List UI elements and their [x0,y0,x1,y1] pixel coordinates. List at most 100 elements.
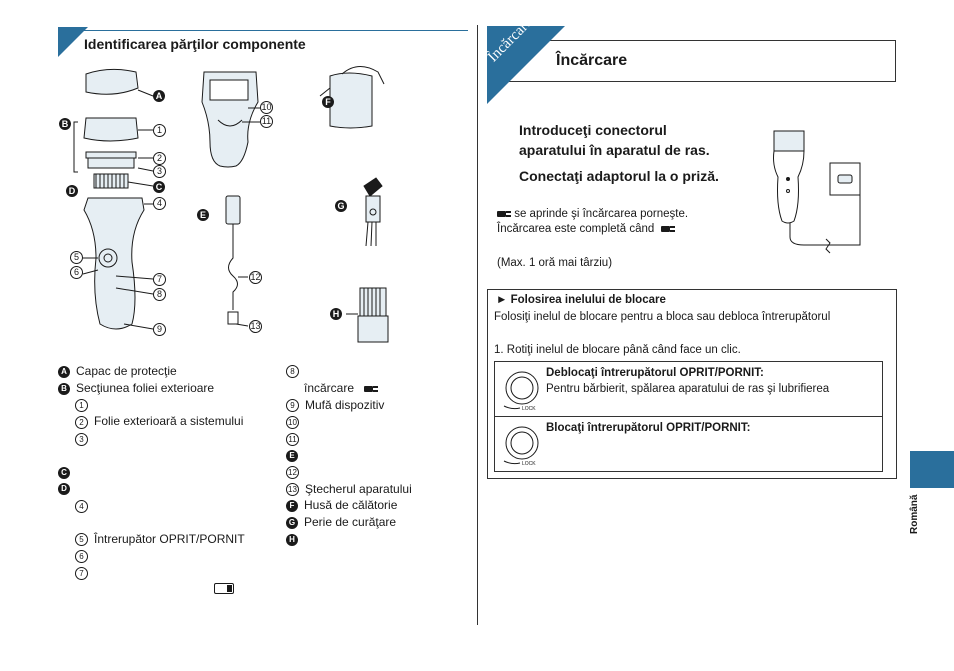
lock-ring-box: ► Folosirea inelului de blocare Folosiţi… [487,289,897,479]
legend-marker: A [58,365,70,378]
wall-outlet [829,162,861,196]
instruction-line-2: aparatului în aparatul de ras. [519,142,710,158]
oil-bottle-body [357,315,389,343]
diagram-label-13: 13 [249,320,262,333]
legend-text: Perie de curăţare [304,515,397,530]
brush-bristles [363,177,383,197]
plug-icon [364,385,379,393]
dial-ring [505,371,539,405]
charging-illustration [773,130,861,254]
diagram-label-b: B [59,118,71,130]
diagram-label-7: 7 [153,273,166,286]
diagram-label-12: 12 [249,271,262,284]
legend-marker: B [58,382,70,395]
brush-tail [365,221,377,247]
legend-marker: 12 [286,466,299,480]
legend-row: 6 [58,548,245,565]
pouch-string [341,66,385,85]
unlock-panel: LOCK Deblocaţi întrerupătorul OPRIT/PORN… [494,361,883,417]
legend-row: încărcare [286,380,412,397]
legend-row: 12 [286,464,412,481]
legend-marker: 2 [75,415,88,429]
adapter-cord [227,224,239,325]
diagram-label-a: A [153,90,165,102]
diagram-label-10: 10 [260,101,273,114]
dial-arrow [503,460,521,465]
legend-row: E [286,447,412,464]
note-line-1: se aprinde şi încărcarea porneşte. [514,208,689,220]
bottle-cap-ribs [363,288,381,316]
column-divider [477,25,478,625]
adapter-plug [837,174,853,184]
foil-layer [85,151,137,159]
diagram-label-1: 1 [153,124,166,137]
bracket-b [73,121,78,173]
leader-c [127,181,154,187]
legend-marker: C [58,466,70,479]
legend-marker: 7 [75,566,88,580]
section-header-parts: Identificarea părţilor componente [58,27,468,61]
legend-marker: G [286,517,298,529]
legend-row [58,514,245,531]
section-title: Încărcare [556,52,628,69]
diagram-label-h: H [330,308,342,320]
legend-row: 2 Folie exterioară a sistemului [58,413,245,430]
legend-row: F Husă de călătorie [286,497,412,514]
legend-marker: F [286,500,298,513]
legend-row: 10 [286,413,412,430]
lock-dial-icon: LOCK [503,426,539,467]
diagram-label-11: 11 [260,115,273,128]
legend-marker: H [286,533,298,546]
charging-cord [789,185,861,246]
legend-marker: 10 [286,415,299,429]
legend-marker: 6 [75,550,88,564]
legend-text: Husă de călătorie [304,498,398,513]
legend-row: H [286,531,412,548]
legend-row: 3 [58,430,245,447]
header-triangle [58,27,88,57]
leader-f [319,87,331,97]
legend-row: G Perie de curăţare [286,514,412,531]
legend-row: C [58,464,245,481]
legend-text: Folie exterioară a sistemului [94,414,244,429]
legend-marker: 3 [75,432,88,446]
legend-row: 8 [286,363,412,380]
brush-hole [369,208,377,216]
header-corner-triangle [487,26,565,104]
legend-marker: 8 [286,365,299,379]
plug-icon [661,225,676,233]
section-title: Identificarea părţilor componente [84,36,306,52]
dial-text: LOCK [522,406,536,412]
dial-text: LOCK [522,461,536,467]
language-tab [910,451,954,488]
blade-teeth [95,174,125,188]
leader-8 [115,287,154,295]
charging-shaver-head [773,130,805,152]
cord-break [825,238,831,254]
diagram-label-f: F [322,96,334,108]
instruction-connect: Introduceţi conectorul aparatului în apa… [519,120,710,160]
diagram-label-5: 5 [70,251,83,264]
diagram-label-3: 3 [153,165,166,178]
lock-step: 1. Rotiţi inelul de blocare până când fa… [494,344,741,356]
legend-marker: 13 [286,482,299,496]
foil-frame [83,117,139,142]
diagram-label-d: D [66,185,78,197]
lock-description: Folosiţi inelul de blocare pentru a bloc… [494,311,831,323]
dial-ring [505,426,539,460]
legend-marker: 5 [75,533,88,547]
legend-text: Ştecherul aparatului [305,481,412,496]
travel-pouch [329,72,373,129]
ac-adapter [225,195,241,225]
parts-diagram [73,66,389,343]
shaver-back-socket [217,119,243,127]
legend-row [58,447,245,464]
diagram-label-2: 2 [153,152,166,165]
legend-marker: E [286,449,298,462]
dial-inner [510,431,534,455]
plug-icon [497,210,511,218]
power-switch-ring [98,248,118,268]
power-switch [103,253,113,263]
